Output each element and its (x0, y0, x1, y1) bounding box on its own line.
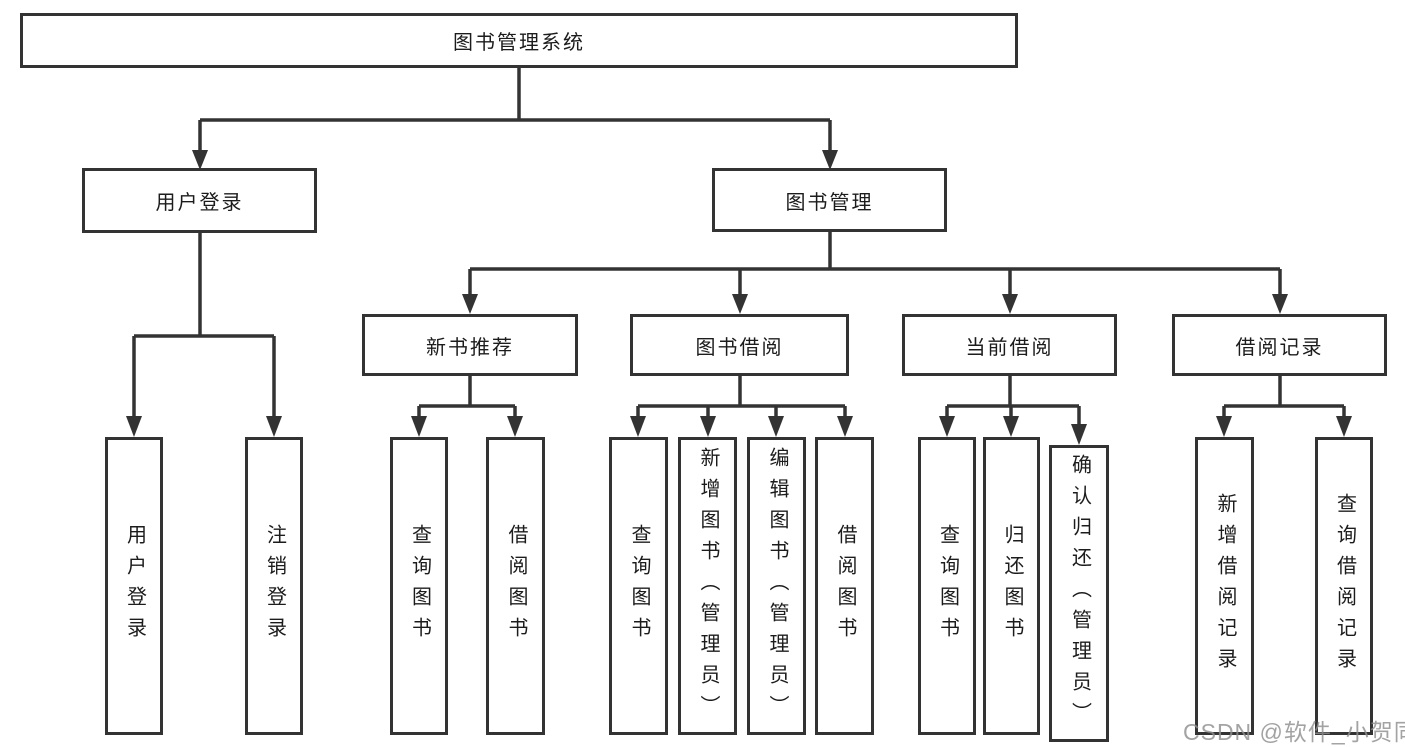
arrowheads (126, 150, 1352, 445)
node-library-system-label: 图书管理系统 (453, 32, 585, 54)
leaf-add-books-admin: 新增图书（管理员） (678, 437, 737, 735)
leaf-edit-books-admin-label: 编辑图书（管理员） (766, 446, 788, 726)
leaf-query-books-current: 查询图书 (918, 437, 976, 735)
leaf-query-books-borrowing: 查询图书 (609, 437, 668, 735)
node-borrowing-records-label: 借阅记录 (1235, 336, 1324, 359)
leaf-query-books-recommend: 查询图书 (390, 437, 448, 735)
connector-segments (132, 68, 1346, 428)
node-user-login-label: 用户登录 (155, 192, 244, 214)
leaf-query-books-recommend-label: 查询图书 (408, 524, 431, 648)
leaf-query-books-current-label: 查询图书 (936, 524, 959, 648)
leaf-borrow-books-recommend-label: 借阅图书 (505, 524, 527, 648)
node-current-borrowing: 当前借阅 (902, 314, 1117, 376)
leaf-query-borrow-record-label: 查询借阅记录 (1333, 493, 1356, 679)
leaf-logout: 注销登录 (245, 437, 303, 735)
leaf-query-borrow-record: 查询借阅记录 (1315, 437, 1373, 735)
leaf-logout-label: 注销登录 (263, 524, 286, 648)
node-borrowing-records: 借阅记录 (1172, 314, 1387, 376)
leaf-user-login: 用户登录 (105, 437, 163, 735)
leaf-user-login-label: 用户登录 (123, 524, 146, 648)
csdn-watermark: CSDN @软件_小贺同学 (1183, 719, 1405, 745)
leaf-borrow-books-borrowing: 借阅图书 (815, 437, 874, 735)
leaf-return-books: 归还图书 (983, 437, 1040, 735)
node-new-book-recommend-label: 新书推荐 (426, 336, 514, 359)
node-user-login: 用户登录 (82, 168, 317, 233)
leaf-edit-books-admin: 编辑图书（管理员） (747, 437, 806, 735)
node-new-book-recommend: 新书推荐 (362, 314, 578, 376)
node-library-system: 图书管理系统 (20, 13, 1018, 68)
leaf-add-books-admin-label: 新增图书（管理员） (697, 446, 719, 726)
leaf-return-books-label: 归还图书 (1001, 524, 1023, 648)
node-book-management-label: 图书管理 (785, 191, 874, 214)
leaf-confirm-return-admin-label: 确认归还（管理员） (1068, 454, 1091, 733)
node-current-borrowing-label: 当前借阅 (965, 336, 1054, 359)
leaf-borrow-books-recommend: 借阅图书 (486, 437, 545, 735)
leaf-add-borrow-record-label: 新增借阅记录 (1214, 493, 1236, 679)
leaf-borrow-books-borrowing-label: 借阅图书 (834, 524, 856, 648)
leaf-query-books-borrowing-label: 查询图书 (628, 524, 650, 648)
node-book-management: 图书管理 (712, 168, 947, 232)
node-book-borrowing: 图书借阅 (630, 314, 849, 376)
leaf-add-borrow-record: 新增借阅记录 (1195, 437, 1254, 735)
leaf-confirm-return-admin: 确认归还（管理员） (1049, 445, 1109, 742)
node-book-borrowing-label: 图书借阅 (695, 336, 784, 359)
